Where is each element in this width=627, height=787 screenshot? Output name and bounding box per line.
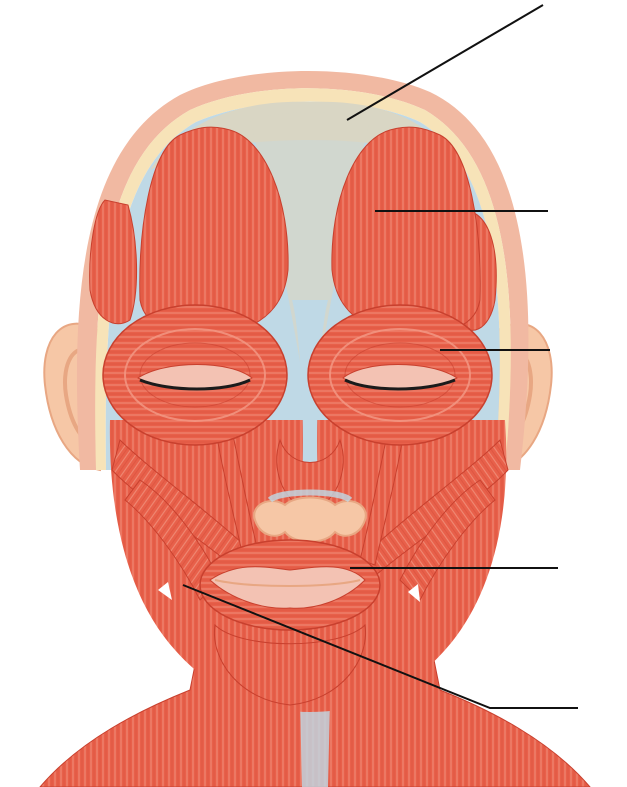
orbicularis-oris [200,540,380,630]
nose [254,493,366,542]
